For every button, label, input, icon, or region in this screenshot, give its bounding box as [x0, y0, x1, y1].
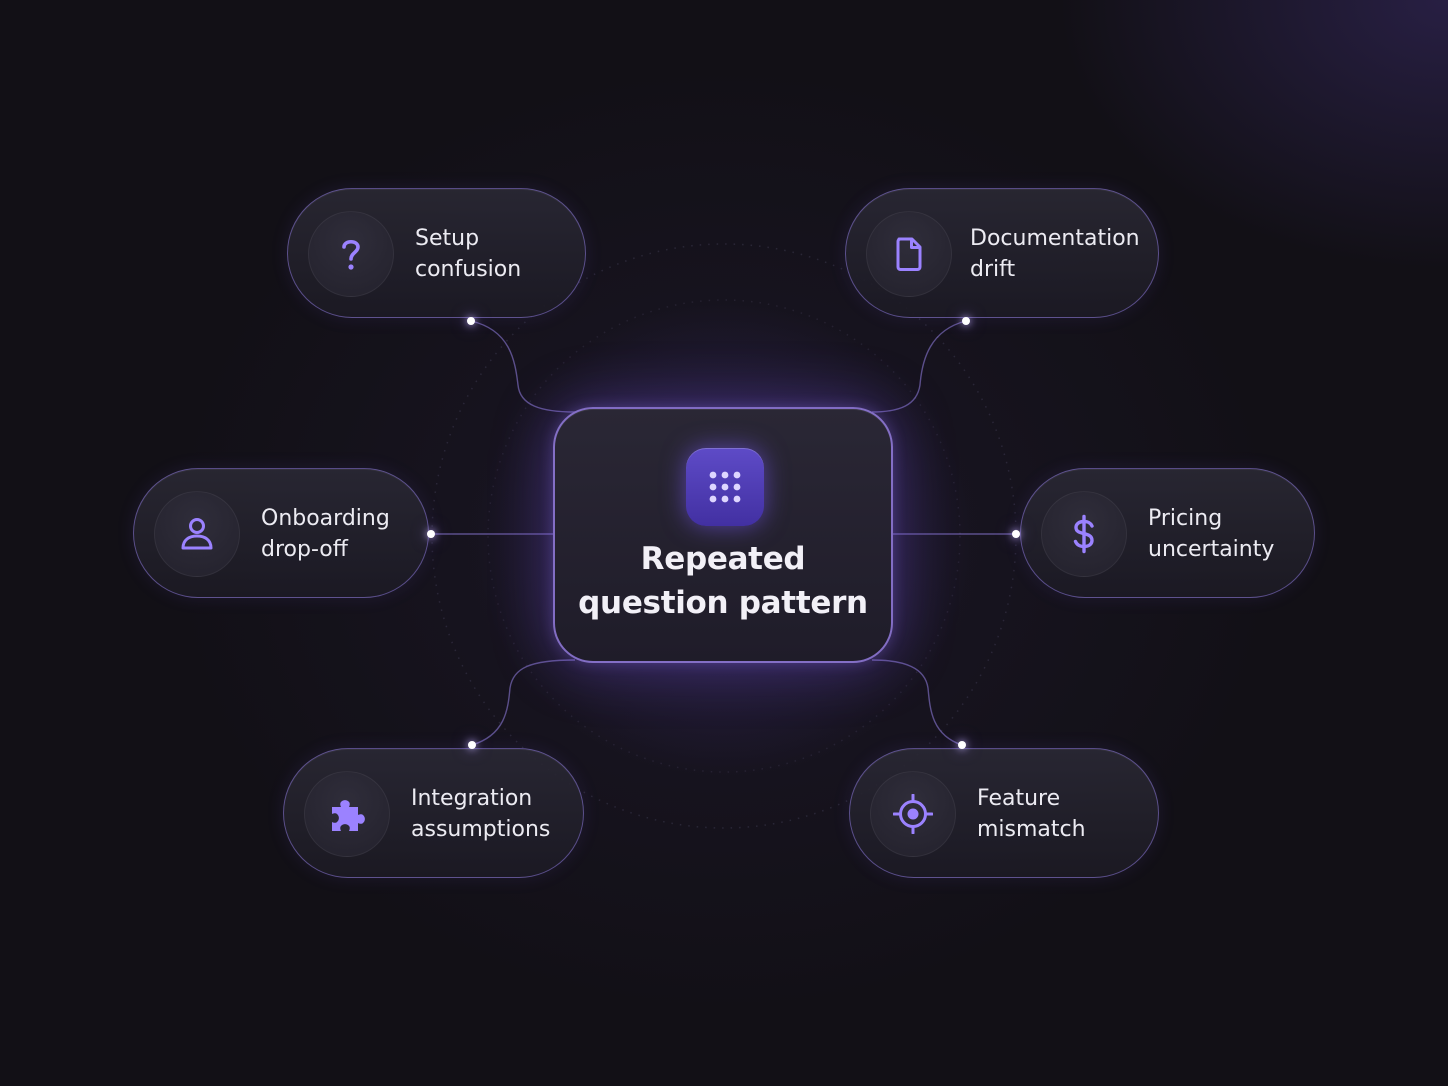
- target-icon: [870, 771, 956, 857]
- node-label: Integration assumptions: [411, 783, 586, 845]
- document-icon: [866, 211, 952, 297]
- connector-feature: [871, 659, 963, 746]
- puzzle-icon: [304, 771, 390, 857]
- node-pricing-uncertainty: Pricing uncertainty: [1020, 468, 1315, 598]
- connector-setup: [470, 320, 576, 413]
- node-label: Documentation drift: [970, 223, 1145, 285]
- dotted-ring-inner: [487, 299, 961, 773]
- node-label-line-2: drop-off: [261, 537, 348, 562]
- node-setup-confusion: Setup confusion: [287, 188, 586, 318]
- node-label: Onboarding drop-off: [261, 503, 436, 565]
- node-label: Feature mismatch: [977, 783, 1152, 845]
- connector-documentation: [871, 320, 967, 413]
- node-label-line-2: drift: [970, 257, 1016, 282]
- node-onboarding-drop-off: Onboarding drop-off: [133, 468, 429, 598]
- connector-dot-documentation: [962, 317, 970, 325]
- question-mark-icon: [308, 211, 394, 297]
- connector-dot-onboarding: [427, 530, 435, 538]
- node-label: Pricing uncertainty: [1148, 503, 1323, 565]
- connector-integration: [471, 659, 576, 746]
- node-label-line-1: Documentation: [970, 226, 1140, 251]
- node-integration-assumptions: Integration assumptions: [283, 748, 584, 878]
- node-label-line-2: assumptions: [411, 817, 551, 842]
- hub-title: Repeated question pattern: [555, 537, 891, 625]
- connector-dot-integration: [468, 741, 476, 749]
- hub-title-line-2: question pattern: [578, 585, 868, 621]
- node-label-line-1: Onboarding: [261, 506, 390, 531]
- connector-dot-pricing: [1012, 530, 1020, 538]
- node-label-line-1: Setup: [415, 226, 480, 251]
- node-label-line-2: confusion: [415, 257, 522, 282]
- node-feature-mismatch: Feature mismatch: [849, 748, 1159, 878]
- hub-title-line-1: Repeated: [640, 541, 806, 577]
- user-icon: [154, 491, 240, 577]
- center-hub: Repeated question pattern: [553, 407, 893, 663]
- node-documentation-drift: Documentation drift: [845, 188, 1159, 318]
- node-label-line-1: Integration: [411, 786, 533, 811]
- node-label: Setup confusion: [415, 223, 590, 285]
- connector-dot-feature: [958, 741, 966, 749]
- node-label-line-1: Feature: [977, 786, 1061, 811]
- grid-dots-icon: [686, 448, 764, 526]
- node-label-line-1: Pricing: [1148, 506, 1223, 531]
- node-label-line-2: uncertainty: [1148, 537, 1275, 562]
- node-label-line-2: mismatch: [977, 817, 1086, 842]
- dollar-icon: [1041, 491, 1127, 577]
- connector-dot-setup: [467, 317, 475, 325]
